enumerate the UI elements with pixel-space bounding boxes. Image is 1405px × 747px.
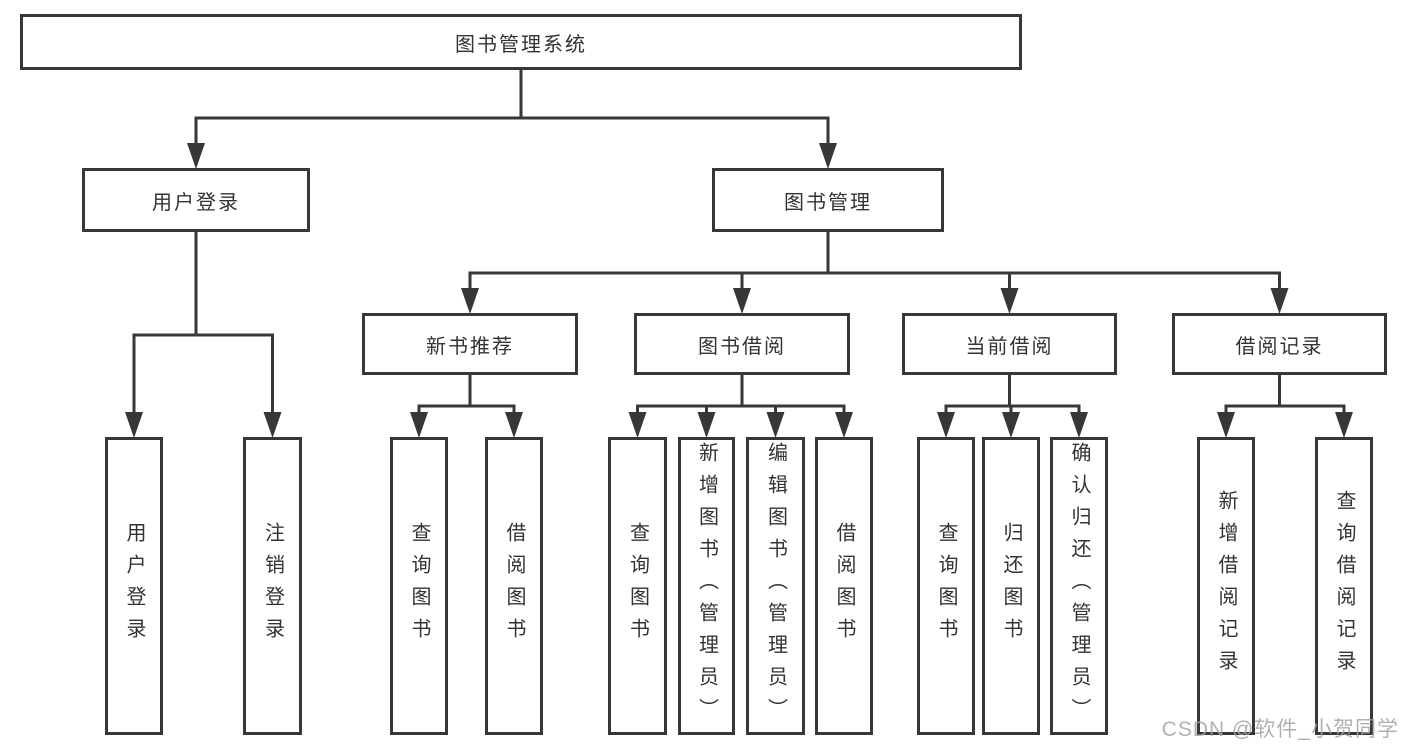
node-label: 图书借阅 — [698, 335, 786, 358]
node-new-book-recommend: 新书推荐 — [362, 313, 578, 375]
node-label: 查询借阅记录 — [1333, 490, 1355, 682]
node-leaf-query-books: 查询图书 — [917, 437, 975, 735]
node-label: 新增图书（管理员） — [695, 442, 718, 730]
node-label: 查询图书 — [935, 522, 957, 650]
arrowhead-icon — [1000, 288, 1019, 314]
node-leaf-query-borrow-record: 查询借阅记录 — [1315, 437, 1373, 735]
node-leaf-add-books-admin: 新增图书（管理员） — [678, 437, 735, 735]
arrowhead-icon — [835, 412, 853, 438]
node-label: 注销登录 — [261, 522, 284, 650]
node-book-management: 图书管理 — [712, 168, 944, 232]
arrowhead-icon — [187, 143, 205, 169]
node-label: 查询图书 — [408, 522, 430, 650]
node-library-system: 图书管理系统 — [20, 14, 1022, 70]
node-label: 新增借阅记录 — [1215, 490, 1237, 682]
watermark: CSDN @软件_小贺同学 — [1161, 718, 1399, 741]
node-leaf-return-books: 归还图书 — [982, 437, 1040, 735]
node-user-login: 用户登录 — [82, 168, 310, 232]
arrowhead-icon — [819, 143, 837, 169]
node-label: 借阅图书 — [833, 522, 855, 650]
node-leaf-user-login: 用户登录 — [105, 437, 163, 735]
arrowhead-icon — [461, 288, 479, 314]
node-leaf-logout: 注销登录 — [243, 437, 302, 735]
node-label: 图书管理 — [784, 191, 872, 214]
arrowhead-icon — [1217, 412, 1235, 438]
node-label: 当前借阅 — [965, 335, 1054, 358]
node-label: 借阅记录 — [1235, 335, 1324, 358]
node-leaf-edit-books-admin: 编辑图书（管理员） — [746, 437, 805, 735]
node-current-borrowing: 当前借阅 — [902, 313, 1117, 375]
node-label: 用户登录 — [123, 522, 145, 650]
node-leaf-borrow-books: 借阅图书 — [485, 437, 543, 735]
node-label: 编辑图书（管理员） — [764, 442, 787, 730]
arrowhead-icon — [697, 412, 716, 438]
node-leaf-borrow-books: 借阅图书 — [815, 437, 873, 735]
node-label: 图书管理系统 — [455, 33, 587, 56]
node-label: 用户登录 — [152, 191, 240, 214]
arrowhead-icon — [1070, 412, 1088, 438]
node-leaf-add-borrow-record: 新增借阅记录 — [1197, 437, 1255, 735]
arrowhead-icon — [1270, 288, 1289, 314]
node-label: 查询图书 — [626, 522, 649, 650]
arrowhead-icon — [766, 412, 785, 438]
arrowhead-icon — [733, 288, 751, 314]
arrowhead-icon — [937, 412, 955, 438]
arrowhead-icon — [263, 412, 282, 438]
node-label: 借阅图书 — [503, 522, 525, 650]
node-leaf-query-books: 查询图书 — [608, 437, 667, 735]
arrowhead-icon — [410, 412, 428, 438]
node-leaf-confirm-return-admin: 确认归还（管理员） — [1050, 437, 1108, 735]
node-label: 归还图书 — [1000, 522, 1022, 650]
arrowhead-icon — [1335, 412, 1353, 438]
node-label: 新书推荐 — [426, 335, 514, 358]
node-label: 确认归还（管理员） — [1068, 442, 1090, 730]
arrowhead-icon — [1002, 412, 1020, 438]
node-borrowing-records: 借阅记录 — [1172, 313, 1387, 375]
arrowhead-icon — [505, 412, 523, 438]
arrowhead-icon — [125, 412, 143, 438]
arrowhead-icon — [628, 412, 647, 438]
node-book-borrowing: 图书借阅 — [634, 313, 850, 375]
node-leaf-query-books: 查询图书 — [390, 437, 448, 735]
